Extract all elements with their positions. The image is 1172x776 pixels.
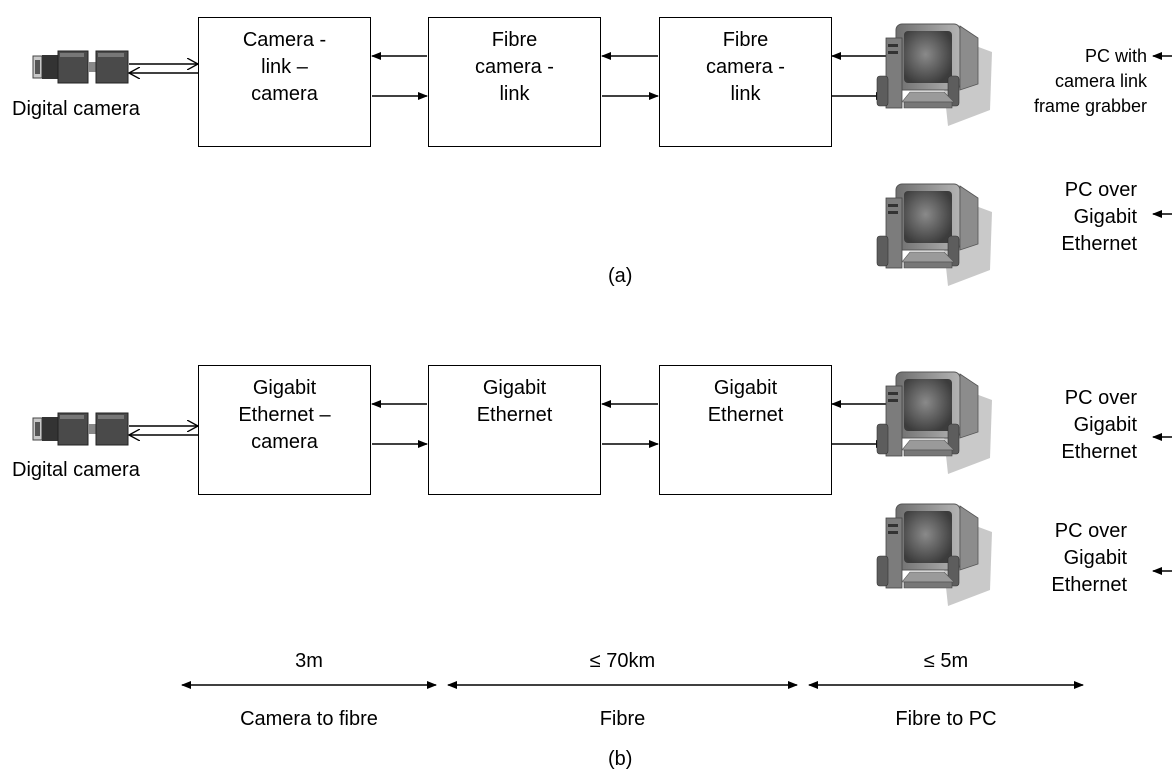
caption-a: (a) bbox=[608, 265, 633, 287]
pc-label-line: PC with bbox=[1084, 46, 1147, 66]
pc-icon-a-top bbox=[876, 23, 993, 127]
pc-label-line: Gigabit bbox=[1073, 414, 1137, 436]
box-text: camera bbox=[251, 431, 318, 453]
pc-label-b-bottom: PC over Gigabit Ethernet bbox=[1051, 518, 1127, 599]
pc-label-line: Ethernet bbox=[1061, 233, 1137, 255]
panel-b bbox=[32, 371, 1172, 607]
distance-label-fibre-to-pc: Fibre to PC bbox=[895, 708, 997, 730]
camera-link-arrows-a bbox=[129, 64, 198, 73]
camera-label-b: Digital camera bbox=[12, 459, 140, 481]
pc-label-line: PC over bbox=[1064, 179, 1137, 201]
box-text: Gigabit bbox=[713, 377, 778, 399]
pc-icon-b-bottom bbox=[876, 503, 993, 607]
box-text: camera - bbox=[706, 56, 785, 78]
digital-camera-icon-b bbox=[32, 412, 129, 446]
pc-label-line: frame grabber bbox=[1033, 96, 1147, 116]
caption-b: (b) bbox=[608, 748, 633, 770]
camera-label-a: Digital camera bbox=[12, 98, 140, 120]
box-gigabit-ethernet-1: Gigabit Ethernet bbox=[428, 365, 601, 495]
distance-label-camera-to-fibre: Camera to fibre bbox=[240, 708, 378, 730]
box-text: link – bbox=[261, 56, 308, 78]
panel-a bbox=[32, 23, 1172, 287]
camera-link-arrows-b bbox=[129, 426, 198, 435]
pc-label-a-top: PC with camera link frame grabber bbox=[1034, 44, 1147, 119]
box-text: Gigabit bbox=[252, 377, 317, 399]
digital-camera-icon-a bbox=[32, 50, 129, 84]
pc-label-a-bottom: PC over Gigabit Ethernet bbox=[1061, 177, 1137, 258]
box-text: Gigabit bbox=[482, 377, 547, 399]
distance-value-fibre-to-pc: ≤ 5m bbox=[923, 650, 969, 672]
box-gigabit-ethernet-camera: Gigabit Ethernet – camera bbox=[198, 365, 371, 495]
box-text: camera bbox=[251, 83, 318, 105]
box-text: Camera - bbox=[242, 29, 327, 51]
pc-icon-b-top bbox=[876, 371, 993, 475]
pc-icon-a-bottom bbox=[876, 183, 993, 287]
distance-value-camera-to-fibre: 3m bbox=[295, 650, 323, 672]
pc-label-line: PC over bbox=[1054, 520, 1127, 542]
pc-label-line: Ethernet bbox=[1061, 441, 1137, 463]
pc-label-line: Gigabit bbox=[1063, 547, 1127, 569]
distance-value-fibre: ≤ 70km bbox=[589, 650, 656, 672]
box-fibre-camera-link-1: Fibre camera - link bbox=[428, 17, 601, 147]
box-text: camera - bbox=[475, 56, 554, 78]
pc-label-b-top: PC over Gigabit Ethernet bbox=[1061, 385, 1137, 466]
box-camera-link-camera: Camera - link – camera bbox=[198, 17, 371, 147]
box-text: link bbox=[499, 83, 530, 105]
box-text: Fibre bbox=[491, 29, 538, 51]
connector-arrows-b bbox=[371, 400, 1172, 575]
connector-arrows-a bbox=[371, 52, 1172, 218]
pc-label-line: PC over bbox=[1064, 387, 1137, 409]
pc-label-line: camera link bbox=[1054, 71, 1147, 91]
box-text: Ethernet bbox=[707, 404, 784, 426]
pc-label-line: Ethernet bbox=[1051, 574, 1127, 596]
pc-label-line: Gigabit bbox=[1073, 206, 1137, 228]
box-text: Ethernet bbox=[476, 404, 553, 426]
box-gigabit-ethernet-2: Gigabit Ethernet bbox=[659, 365, 832, 495]
distance-label-fibre: Fibre bbox=[599, 708, 646, 730]
box-text: Fibre bbox=[722, 29, 769, 51]
box-text: link bbox=[730, 83, 761, 105]
box-fibre-camera-link-2: Fibre camera - link bbox=[659, 17, 832, 147]
box-text: Ethernet – bbox=[238, 404, 331, 426]
